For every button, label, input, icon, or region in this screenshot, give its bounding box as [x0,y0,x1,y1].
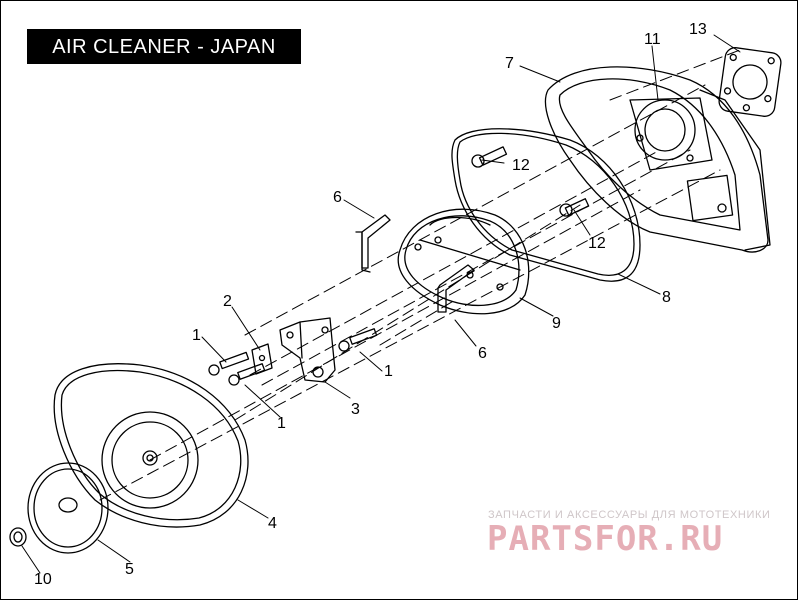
callout-2: 2 [223,293,232,310]
callout-10: 10 [34,571,52,588]
callout-12-upper: 12 [512,157,530,174]
callout-1-right: 1 [384,363,393,380]
watermark-tagline: ЗАПЧАСТИ И АКСЕССУАРЫ ДЛЯ МОТОТЕХНИКИ [488,509,771,521]
backplate [544,66,771,253]
diagram-title: AIR CLEANER - JAPAN [27,29,301,64]
mounting-screw-upper [471,146,508,168]
screw-left-lower [228,363,266,386]
backplate-seal-ring [451,128,641,282]
callout-leaders [21,34,741,574]
mounting-screw-lower [559,198,590,217]
trim-nut [9,527,27,547]
callout-5: 5 [125,561,134,578]
callout-13: 13 [689,21,707,38]
callout-1-lower-left: 1 [277,415,286,432]
callout-4: 4 [268,515,277,532]
callout-7: 7 [505,55,514,72]
callout-11: 11 [644,31,661,48]
breather-tube-lower [437,264,475,313]
filter-bracket [279,317,336,383]
watermark-brand: PARTSFOR.RU [487,519,724,559]
air-cleaner-cover [53,363,249,528]
cover-trim [27,462,109,554]
backplate-gasket [718,47,782,117]
callout-6-upper: 6 [333,189,342,206]
breather-tube-upper [355,214,391,273]
callout-9: 9 [552,315,561,332]
callout-8: 8 [662,289,671,306]
filter-element [397,208,530,315]
screw-left-upper [208,351,250,376]
bracket-plate [251,343,273,375]
screw-right [338,328,378,352]
callout-12-lower: 12 [588,235,606,252]
callout-1-upper-left: 1 [192,327,201,344]
callout-6-lower: 6 [478,345,487,362]
assembly-axis-lines [99,49,741,501]
callout-3: 3 [351,401,360,418]
